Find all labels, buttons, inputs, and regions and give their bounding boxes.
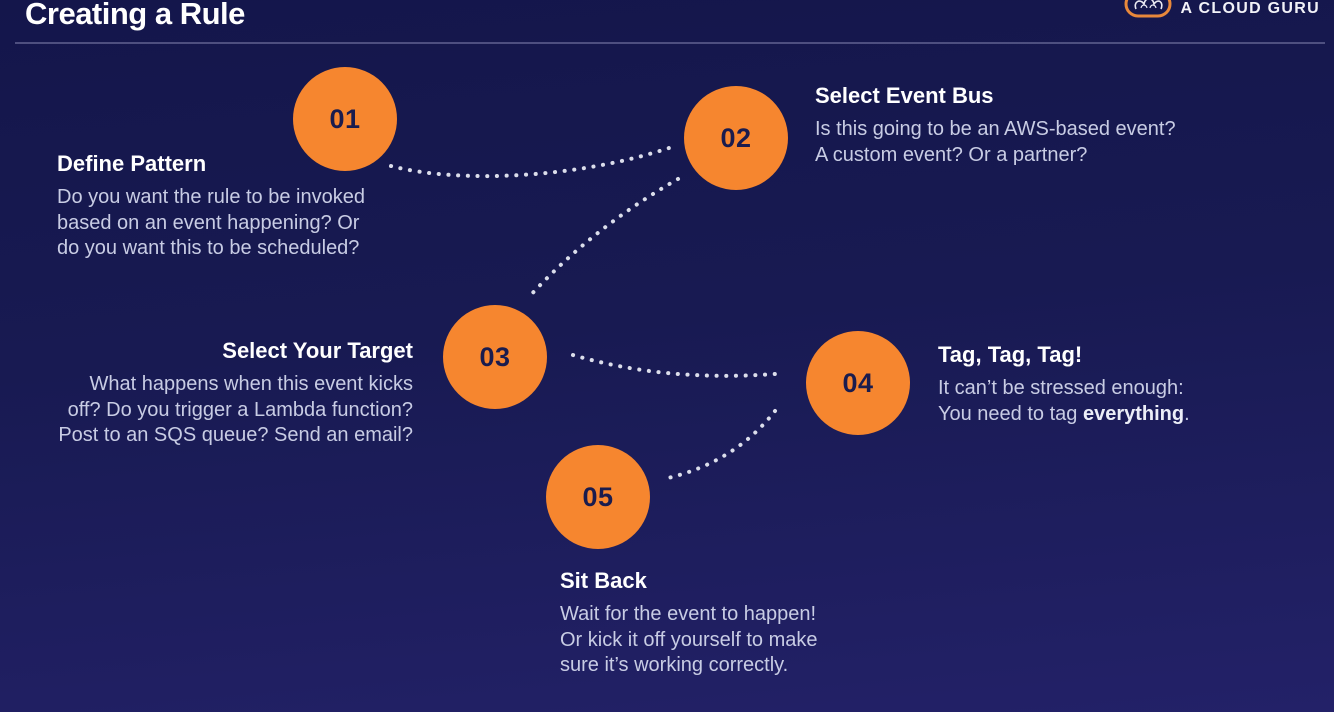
- step-3-description-line: Post to an SQS queue? Send an email?: [58, 424, 413, 446]
- step-1-description-line: based on an event happening? Or: [57, 211, 360, 234]
- step-3-description-line: What happens when this event kicks: [89, 373, 413, 395]
- step-4-text: Tag, Tag, Tag! It can’t be stressed enou…: [938, 341, 1190, 427]
- step-4-description-line: You need to tag everything.: [938, 402, 1190, 428]
- step-1-description-line: do you want this to be scheduled?: [57, 237, 360, 259]
- step-4-title: Tag, Tag, Tag!: [938, 342, 1083, 367]
- step-3-description-line: off? Do you trigger a Lambda function?: [67, 398, 413, 421]
- step-1-description-line: Do you want the rule to be invoked: [57, 186, 365, 208]
- connector-step4-step5: [666, 409, 777, 480]
- step-2-circle: 02: [684, 86, 788, 190]
- step-4-description-prefix: You need to tag: [938, 402, 1083, 425]
- step-3-text: Select Your Target What happens when thi…: [58, 337, 413, 449]
- step-5-title: Sit Back: [560, 568, 647, 593]
- connector-step1-step2: [389, 145, 674, 179]
- page-title: Creating a Rule: [25, 0, 245, 31]
- step-2-description-line: A custom event? Or a partner?: [815, 143, 1088, 166]
- step-3-number: 03: [479, 341, 511, 372]
- brand-name: A CLOUD GURU: [1180, 0, 1320, 17]
- step-4-circle: 04: [806, 331, 910, 435]
- step-5-description-line: sure it’s working correctly.: [560, 654, 789, 676]
- step-5-number: 05: [582, 481, 614, 512]
- step-1-circle: 01: [293, 67, 397, 171]
- step-2-text: Select Event Bus Is this going to be an …: [815, 82, 1176, 168]
- step-2-number: 02: [720, 122, 752, 153]
- step-3-title: Select Your Target: [222, 338, 413, 363]
- step-5-description-line: Wait for the event to happen!: [560, 603, 817, 625]
- step-5-description-line: Or kick it off yourself to make: [560, 628, 818, 651]
- step-4-description-line: It can’t be stressed enough:: [938, 377, 1184, 399]
- step-5-text: Sit Back Wait for the event to happen! O…: [560, 567, 818, 679]
- step-2-description-line: Is this going to be an AWS-based event?: [815, 118, 1176, 140]
- connector-step3-step4: [571, 353, 777, 378]
- step-1-number: 01: [329, 103, 361, 134]
- step-1-text: Define Pattern Do you want the rule to b…: [57, 150, 365, 262]
- cloud-guru-logo-icon: [1124, 0, 1172, 23]
- brand: A CLOUD GURU: [1124, 0, 1320, 23]
- header-divider: [15, 42, 1325, 44]
- step-4-description-emphasis: everything: [1082, 402, 1185, 425]
- step-3-circle: 03: [443, 305, 547, 409]
- step-1-title: Define Pattern: [57, 151, 207, 176]
- step-4-description-suffix: .: [1184, 402, 1190, 425]
- step-4-number: 04: [842, 367, 874, 398]
- connector-step2-step3: [526, 177, 680, 300]
- step-5-circle: 05: [546, 445, 650, 549]
- step-2-title: Select Event Bus: [815, 83, 994, 108]
